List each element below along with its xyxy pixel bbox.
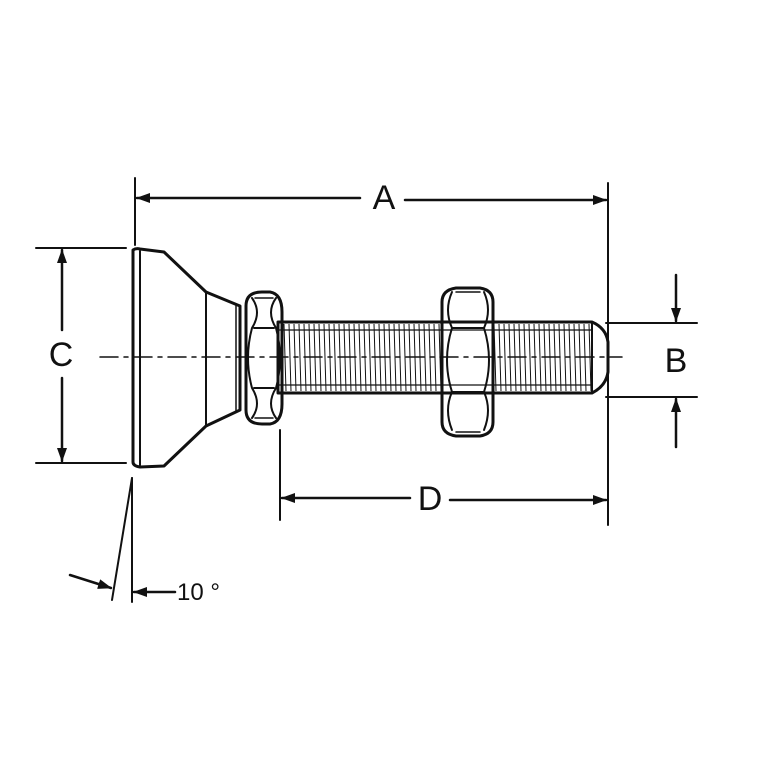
label-b: B [665,342,688,380]
dimension-d [280,493,608,505]
hex-collar [244,290,284,426]
extension-lines [35,177,698,526]
swivel-pad [131,247,242,469]
dimension-a [135,193,608,205]
label-a: A [373,179,396,217]
label-c: C [49,336,74,374]
jam-nut [440,286,495,438]
thread-lines [283,323,592,392]
label-d: D [418,480,443,518]
threaded-stud [276,320,610,395]
angle-label: 10 ° [177,579,220,606]
angle-indicator [68,477,177,603]
